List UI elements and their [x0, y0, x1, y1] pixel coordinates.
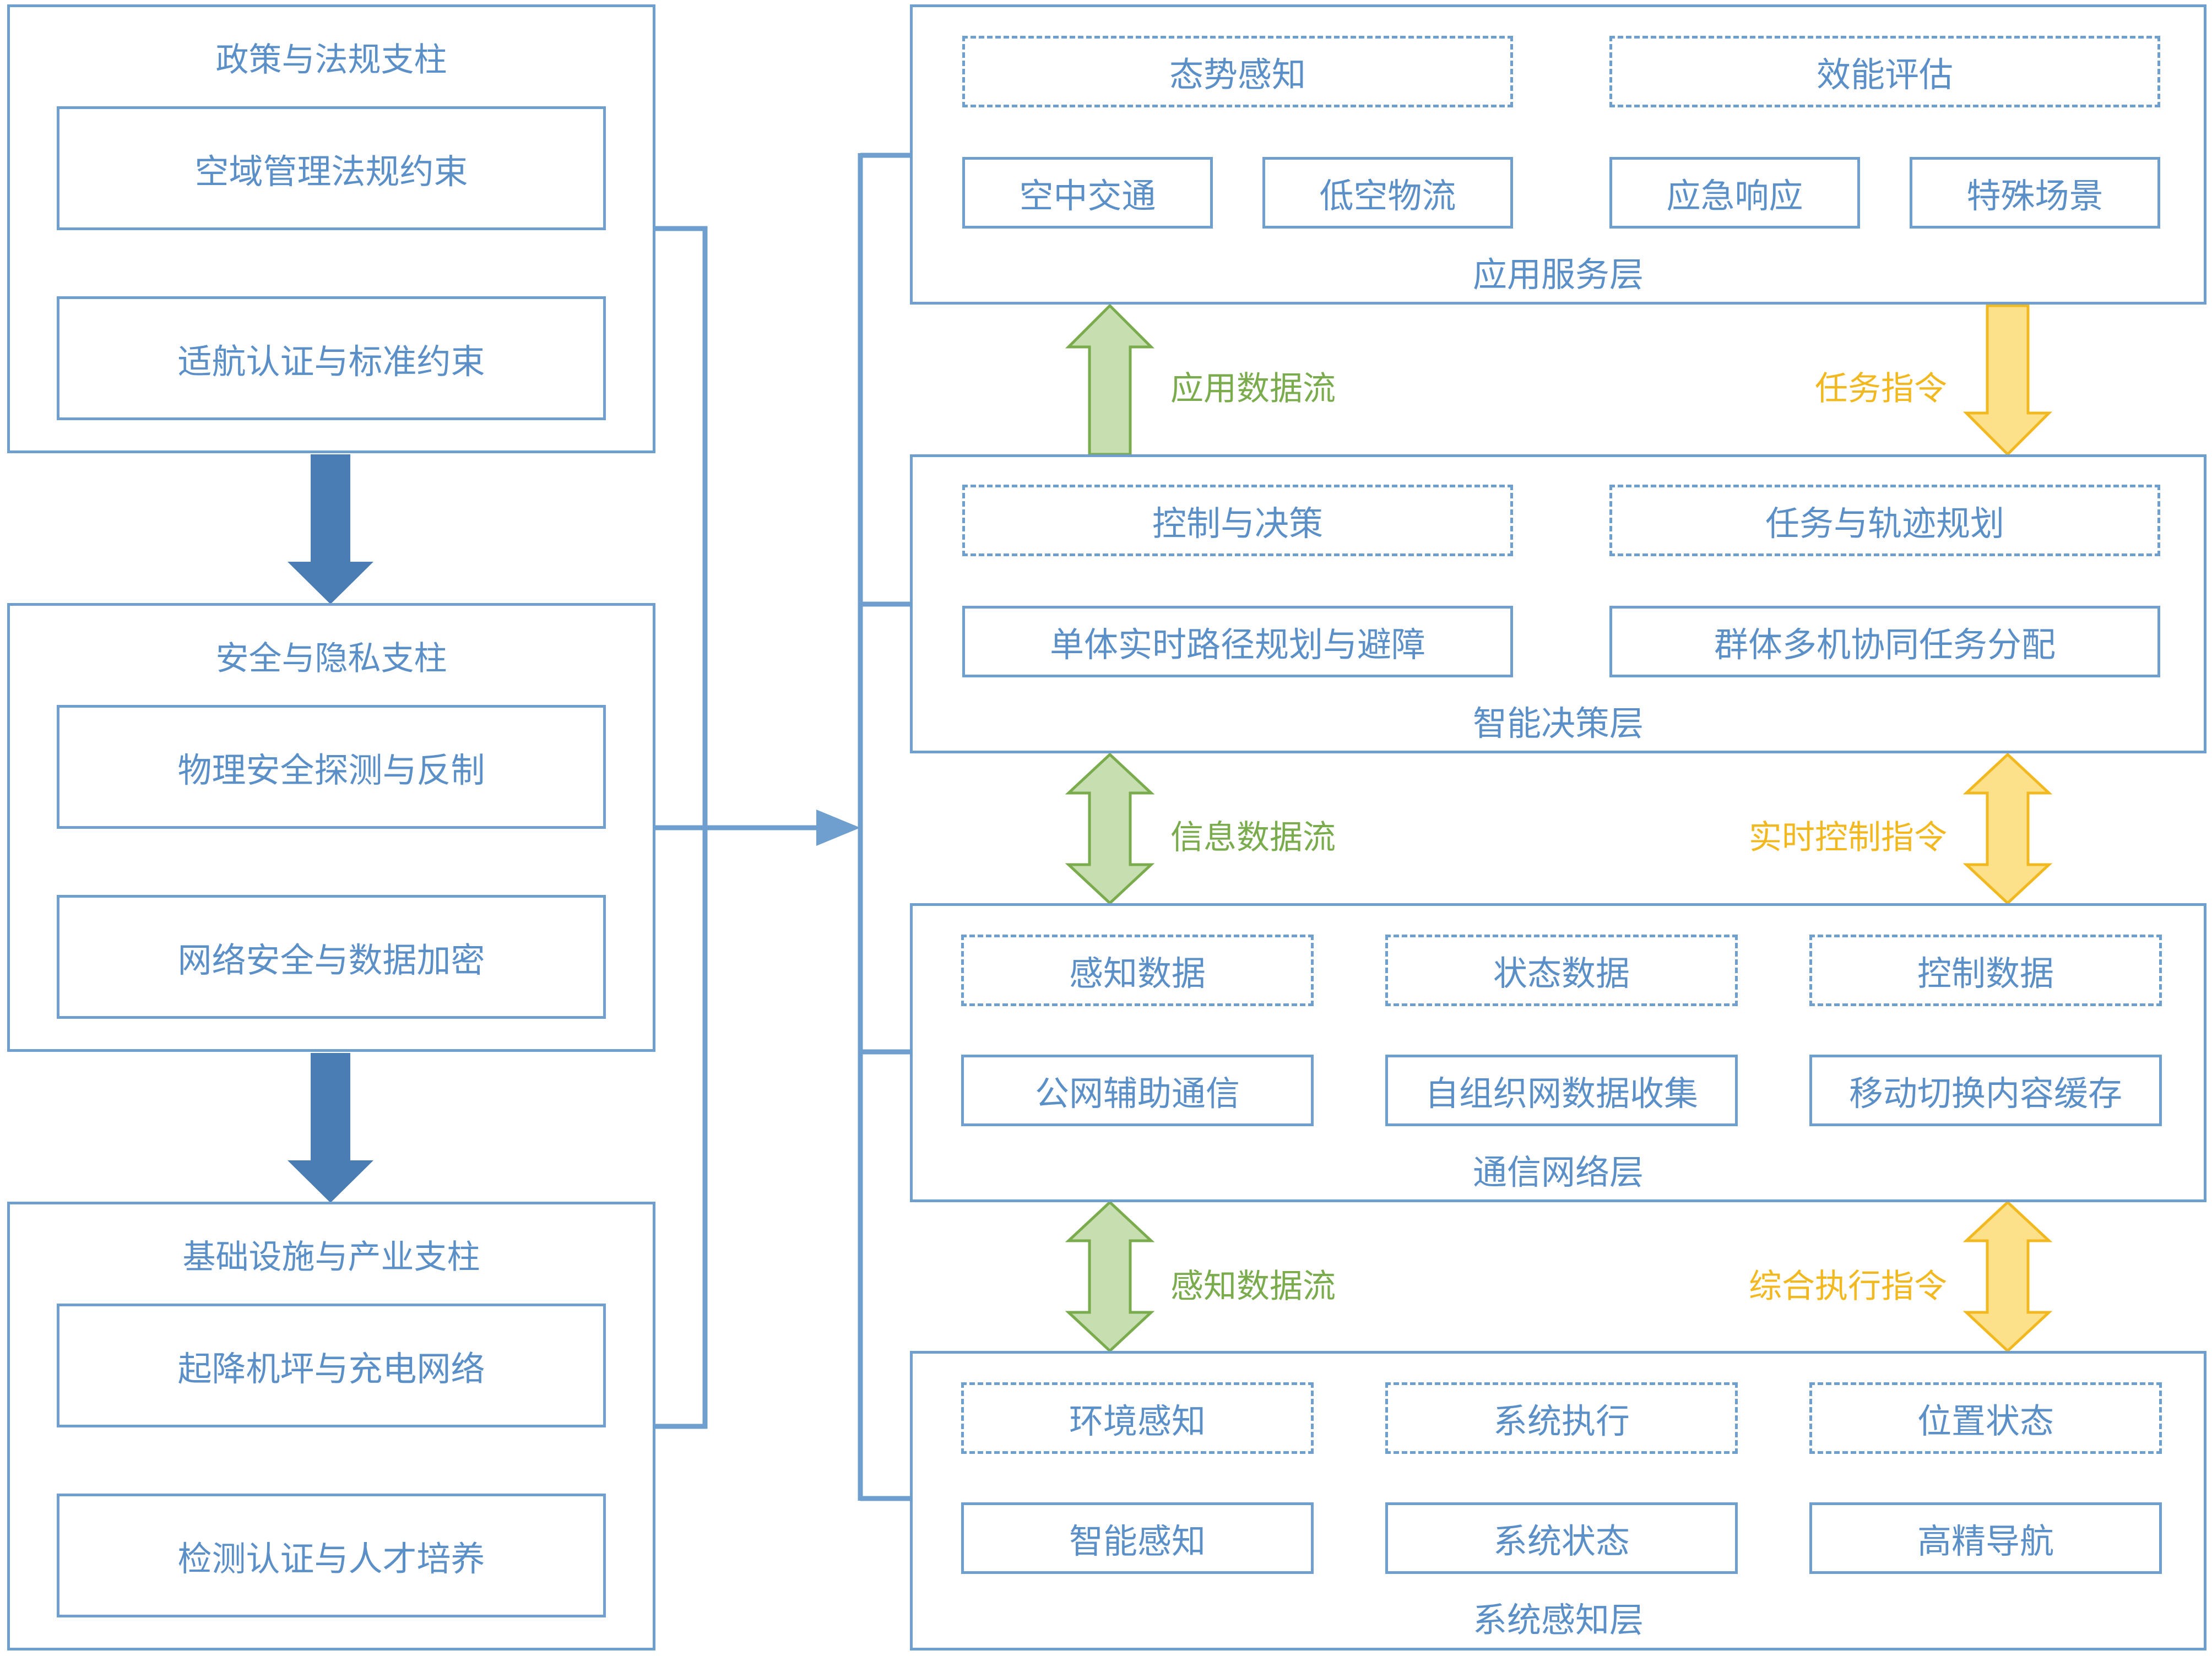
layer-decision: 控制与决策 任务与轨迹规划 单体实时路径规划与避障 群体多机协同任务分配 智能决…	[910, 454, 2206, 753]
layer-item: 单体实时路径规划与避障	[962, 606, 1513, 677]
layer-item: 智能感知	[961, 1502, 1314, 1574]
pillar-item: 网络安全与数据加密	[57, 895, 606, 1019]
capability-dashed: 系统执行	[1385, 1382, 1738, 1454]
layer-name: 系统感知层	[1472, 1600, 1644, 1640]
layer-name: 智能决策层	[1472, 703, 1644, 743]
pillar-item: 空域管理法规约束	[57, 106, 606, 230]
pillar-security: 安全与隐私支柱 物理安全探测与反制 网络安全与数据加密	[7, 603, 655, 1052]
flow-arrow-data-2	[1065, 752, 1155, 905]
flow-arrow-cmd-1	[1962, 304, 2053, 457]
layer-application: 态势感知 效能评估 空中交通 低空物流 应急响应 特殊场景 应用服务层	[910, 4, 2206, 305]
capability-dashed: 态势感知	[962, 36, 1513, 107]
layer-item: 移动切换内容缓存	[1809, 1055, 2162, 1126]
capability-dashed: 位置状态	[1809, 1382, 2162, 1454]
pillar-item: 检测认证与人才培养	[57, 1494, 606, 1617]
layer-network: 感知数据 状态数据 控制数据 公网辅助通信 自组织网数据收集 移动切换内容缓存 …	[910, 903, 2206, 1202]
layer-item: 群体多机协同任务分配	[1609, 606, 2160, 677]
pillar-item: 起降机坪与充电网络	[57, 1304, 606, 1427]
pillar-title: 安全与隐私支柱	[215, 639, 447, 678]
layer-perception: 环境感知 系统执行 位置状态 智能感知 系统状态 高精导航 系统感知层	[910, 1351, 2206, 1650]
capability-dashed: 环境感知	[961, 1382, 1314, 1454]
flow-label-command: 任务指令	[1815, 369, 1947, 408]
pillar-arrow-1	[288, 454, 373, 604]
flow-label-data: 感知数据流	[1170, 1267, 1336, 1306]
flow-arrow-data-1	[1065, 303, 1155, 456]
layer-item: 高精导航	[1809, 1502, 2162, 1574]
flow-label-data: 信息数据流	[1170, 818, 1336, 857]
pillar-item: 物理安全探测与反制	[57, 705, 606, 829]
layer-item: 系统状态	[1385, 1502, 1738, 1574]
flow-label-command: 综合执行指令	[1749, 1267, 1947, 1306]
capability-dashed: 感知数据	[961, 935, 1314, 1006]
layer-name: 应用服务层	[1472, 254, 1644, 295]
flow-label-command: 实时控制指令	[1749, 818, 1947, 857]
layer-item: 空中交通	[962, 157, 1213, 229]
pillar-title: 政策与法规支柱	[215, 40, 447, 79]
layer-item: 自组织网数据收集	[1385, 1055, 1738, 1126]
layer-item: 公网辅助通信	[961, 1055, 1314, 1126]
pillar-policy: 政策与法规支柱 空域管理法规约束 适航认证与标准约束	[7, 4, 655, 453]
flow-arrow-cmd-3	[1962, 1200, 2053, 1353]
pillar-arrow-2	[288, 1053, 373, 1203]
layer-item: 特殊场景	[1910, 157, 2160, 229]
layer-item: 低空物流	[1262, 157, 1513, 229]
capability-dashed: 控制数据	[1809, 935, 2162, 1006]
capability-dashed: 任务与轨迹规划	[1609, 485, 2160, 556]
connector-arrowhead	[816, 810, 860, 846]
flow-arrow-data-3	[1065, 1200, 1155, 1353]
capability-dashed: 效能评估	[1609, 36, 2160, 107]
pillar-title: 基础设施与产业支柱	[182, 1237, 480, 1277]
flow-label-data: 应用数据流	[1170, 369, 1336, 408]
pillar-item: 适航认证与标准约束	[57, 296, 606, 420]
layer-item: 应急响应	[1609, 157, 1860, 229]
pillar-infrastructure: 基础设施与产业支柱 起降机坪与充电网络 检测认证与人才培养	[7, 1202, 655, 1650]
flow-arrow-cmd-2	[1962, 752, 2053, 905]
capability-dashed: 控制与决策	[962, 485, 1513, 556]
capability-dashed: 状态数据	[1385, 935, 1738, 1006]
layer-name: 通信网络层	[1472, 1152, 1644, 1192]
